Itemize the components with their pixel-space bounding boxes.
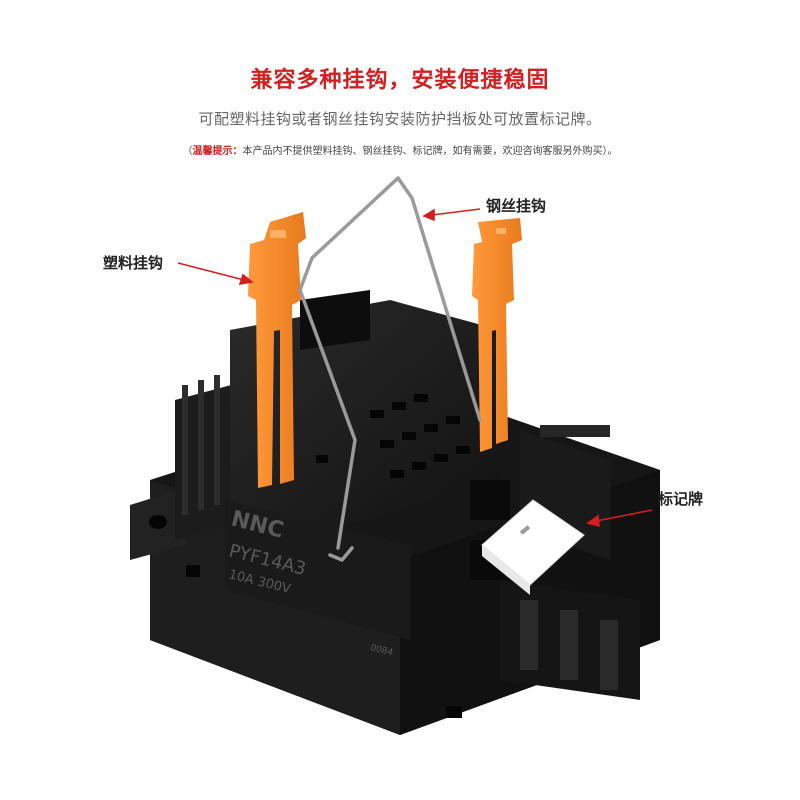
arrowhead-marker: [586, 514, 600, 528]
page-subtitle: 可配塑料挂钩或者钢丝挂钩安装防护挡板处可放置标记牌。: [198, 110, 602, 128]
warm-tip-note: （温馨提示：本产品内不提供塑料挂钩、钢丝挂钩、标记牌，如有需要，欢迎咨询客服另外…: [0, 142, 800, 157]
note-lead: 温馨提示：: [192, 146, 243, 157]
plastic-hook-right: [472, 218, 522, 452]
callout-arrows: [177, 208, 653, 528]
arrowhead-wire-hook: [422, 208, 435, 222]
note-close-paren: ）。: [602, 146, 618, 157]
arrow-marker: [595, 509, 653, 522]
page-title: 兼容多种挂钩，安装便捷稳固: [250, 68, 550, 93]
note-body: 本产品内不提供塑料挂钩、钢丝挂钩、标记牌，如有需要，欢迎咨询客服另外购买: [242, 146, 603, 157]
steel-wire-hook: [298, 176, 482, 562]
note-open-paren: （: [182, 146, 193, 157]
callout-marker: 标记牌: [658, 490, 704, 508]
callout-plastic-hook: 塑料挂钩: [103, 254, 164, 272]
marker-tag: [481, 499, 585, 595]
arrowhead-plastic-hook: [238, 273, 254, 286]
socket-body: [130, 290, 660, 735]
arrow-plastic-hook: [177, 262, 245, 281]
arrow-wire-hook: [431, 208, 481, 216]
plastic-hook-left: [248, 212, 306, 488]
callout-wire-hook: 钢丝挂钩: [486, 197, 547, 215]
